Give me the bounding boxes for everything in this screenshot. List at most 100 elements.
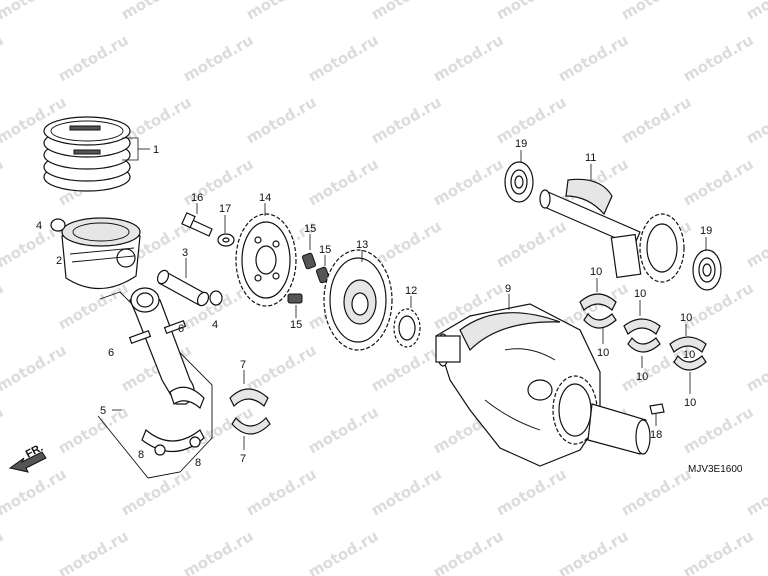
bearing-shell-e	[669, 336, 707, 353]
diagram-code: MJV3E1600	[688, 464, 743, 475]
bearing-shell-a	[579, 293, 617, 311]
primary-drive-gear	[235, 213, 297, 307]
watermark-text: motod.ru	[430, 31, 506, 86]
watermark-text: motod.ru	[0, 403, 6, 458]
watermark-text: motod.ru	[55, 527, 131, 576]
watermark-text: motod.ru	[305, 403, 381, 458]
damper-spring-c	[287, 293, 303, 304]
callout-damper-c: 15	[290, 319, 302, 331]
watermark-text: motod.ru	[118, 0, 194, 23]
watermark-text: motod.ru	[680, 279, 756, 334]
watermark-text: motod.ru	[743, 217, 768, 272]
watermark-text: motod.ru	[0, 527, 6, 576]
watermark-text: motod.ru	[55, 403, 131, 458]
callout-clip-left: 4	[36, 220, 42, 232]
piston	[61, 217, 141, 290]
callout-shell-c: 10	[634, 288, 646, 300]
watermark-text: motod.ru	[680, 155, 756, 210]
watermark-text: motod.ru	[0, 31, 6, 86]
piston-pin-clip-left	[50, 218, 66, 232]
watermark-text: motod.ru	[305, 155, 381, 210]
callout-rod-bolt-a: 6	[178, 323, 184, 335]
watermark-text: motod.ru	[118, 93, 194, 148]
callout-balancer-shaft: 11	[585, 152, 596, 164]
watermark-text: motod.ru	[493, 217, 569, 272]
piston-pin	[156, 269, 210, 307]
watermark-text: motod.ru	[430, 155, 506, 210]
callout-shell-b: 10	[597, 347, 609, 359]
bearing-shell-d	[627, 336, 661, 353]
watermark-text: motod.ru	[0, 341, 69, 396]
callout-ring-set: 1	[153, 144, 159, 156]
callout-rod-bearing-upper: 7	[240, 359, 246, 371]
watermark-text: motod.ru	[680, 527, 756, 576]
callout-rod-assembly: 5	[100, 405, 106, 417]
damper-spring-b	[315, 266, 331, 284]
damper-spring-a	[301, 252, 317, 270]
watermark-text: motod.ru	[180, 31, 256, 86]
callout-rod-nut-a: 8	[138, 449, 144, 461]
watermark-text: motod.ru	[118, 465, 194, 520]
front-direction-arrow	[8, 451, 47, 473]
crankshaft	[435, 303, 651, 467]
gear-bolt	[181, 212, 213, 237]
callout-shell-d: 10	[636, 371, 648, 383]
callout-piston: 2	[56, 255, 62, 267]
callout-shell-a: 10	[590, 266, 602, 278]
watermark-text: motod.ru	[55, 31, 131, 86]
callout-key: 18	[650, 429, 662, 441]
watermark-text: motod.ru	[368, 93, 444, 148]
woodruff-key	[649, 403, 665, 415]
callout-rod-bolt-b: 6	[108, 347, 114, 359]
callout-shell-g: 10	[683, 349, 695, 361]
callout-clip-right: 4	[212, 319, 218, 331]
watermark-text: motod.ru	[368, 0, 444, 23]
callout-sub-gear: 13	[356, 239, 368, 251]
watermark-text: motod.ru	[680, 31, 756, 86]
callout-timing-gear: 12	[405, 285, 417, 297]
callout-piston-pin: 3	[182, 247, 188, 259]
watermark-text: motod.ru	[618, 0, 694, 23]
callout-damper-b: 15	[319, 244, 331, 256]
watermark-text: motod.ru	[305, 31, 381, 86]
callout-washer: 17	[219, 203, 231, 215]
watermark-text: motod.ru	[243, 0, 319, 23]
callout-drive-gear: 14	[259, 192, 271, 204]
watermark-text: motod.ru	[555, 31, 631, 86]
callout-bolt: 16	[191, 192, 203, 204]
watermark-text: motod.ru	[743, 0, 768, 23]
watermark-text: motod.ru	[180, 527, 256, 576]
watermark-text: motod.ru	[743, 341, 768, 396]
callout-shell-e: 10	[680, 312, 692, 324]
bearing-shell-b	[583, 312, 617, 329]
timing-gear	[393, 308, 421, 348]
watermark-text: motod.ru	[243, 341, 319, 396]
callout-shell-f: 10	[684, 397, 696, 409]
callout-rod-bearing-lower: 7	[240, 453, 246, 465]
bearing-shell-f	[673, 354, 707, 371]
watermark-text: motod.ru	[618, 93, 694, 148]
watermark-text: motod.ru	[243, 465, 319, 520]
watermark-text: motod.ru	[555, 527, 631, 576]
piston-pin-clip-right	[209, 290, 223, 306]
watermark-text: motod.ru	[305, 527, 381, 576]
balancer-bearing-left	[504, 161, 534, 203]
callout-rod-nut-b: 8	[195, 457, 201, 469]
watermark-text: motod.ru	[743, 93, 768, 148]
watermark-text: motod.ru	[493, 465, 569, 520]
balancer-bearing-right	[692, 249, 722, 291]
callout-bearing-right: 19	[700, 225, 712, 237]
watermark-text: motod.ru	[430, 527, 506, 576]
bearing-shell-c	[623, 318, 661, 335]
watermark-text: motod.ru	[0, 279, 6, 334]
rod-bearing-lower	[231, 417, 271, 435]
piston-rings	[43, 116, 131, 192]
connecting-rod-assembly	[97, 287, 213, 479]
watermark-text: motod.ru	[743, 465, 768, 520]
watermark-text: motod.ru	[243, 93, 319, 148]
watermark-text: motod.ru	[0, 155, 6, 210]
callout-bearing-left: 19	[515, 138, 527, 150]
watermark-text: motod.ru	[493, 93, 569, 148]
